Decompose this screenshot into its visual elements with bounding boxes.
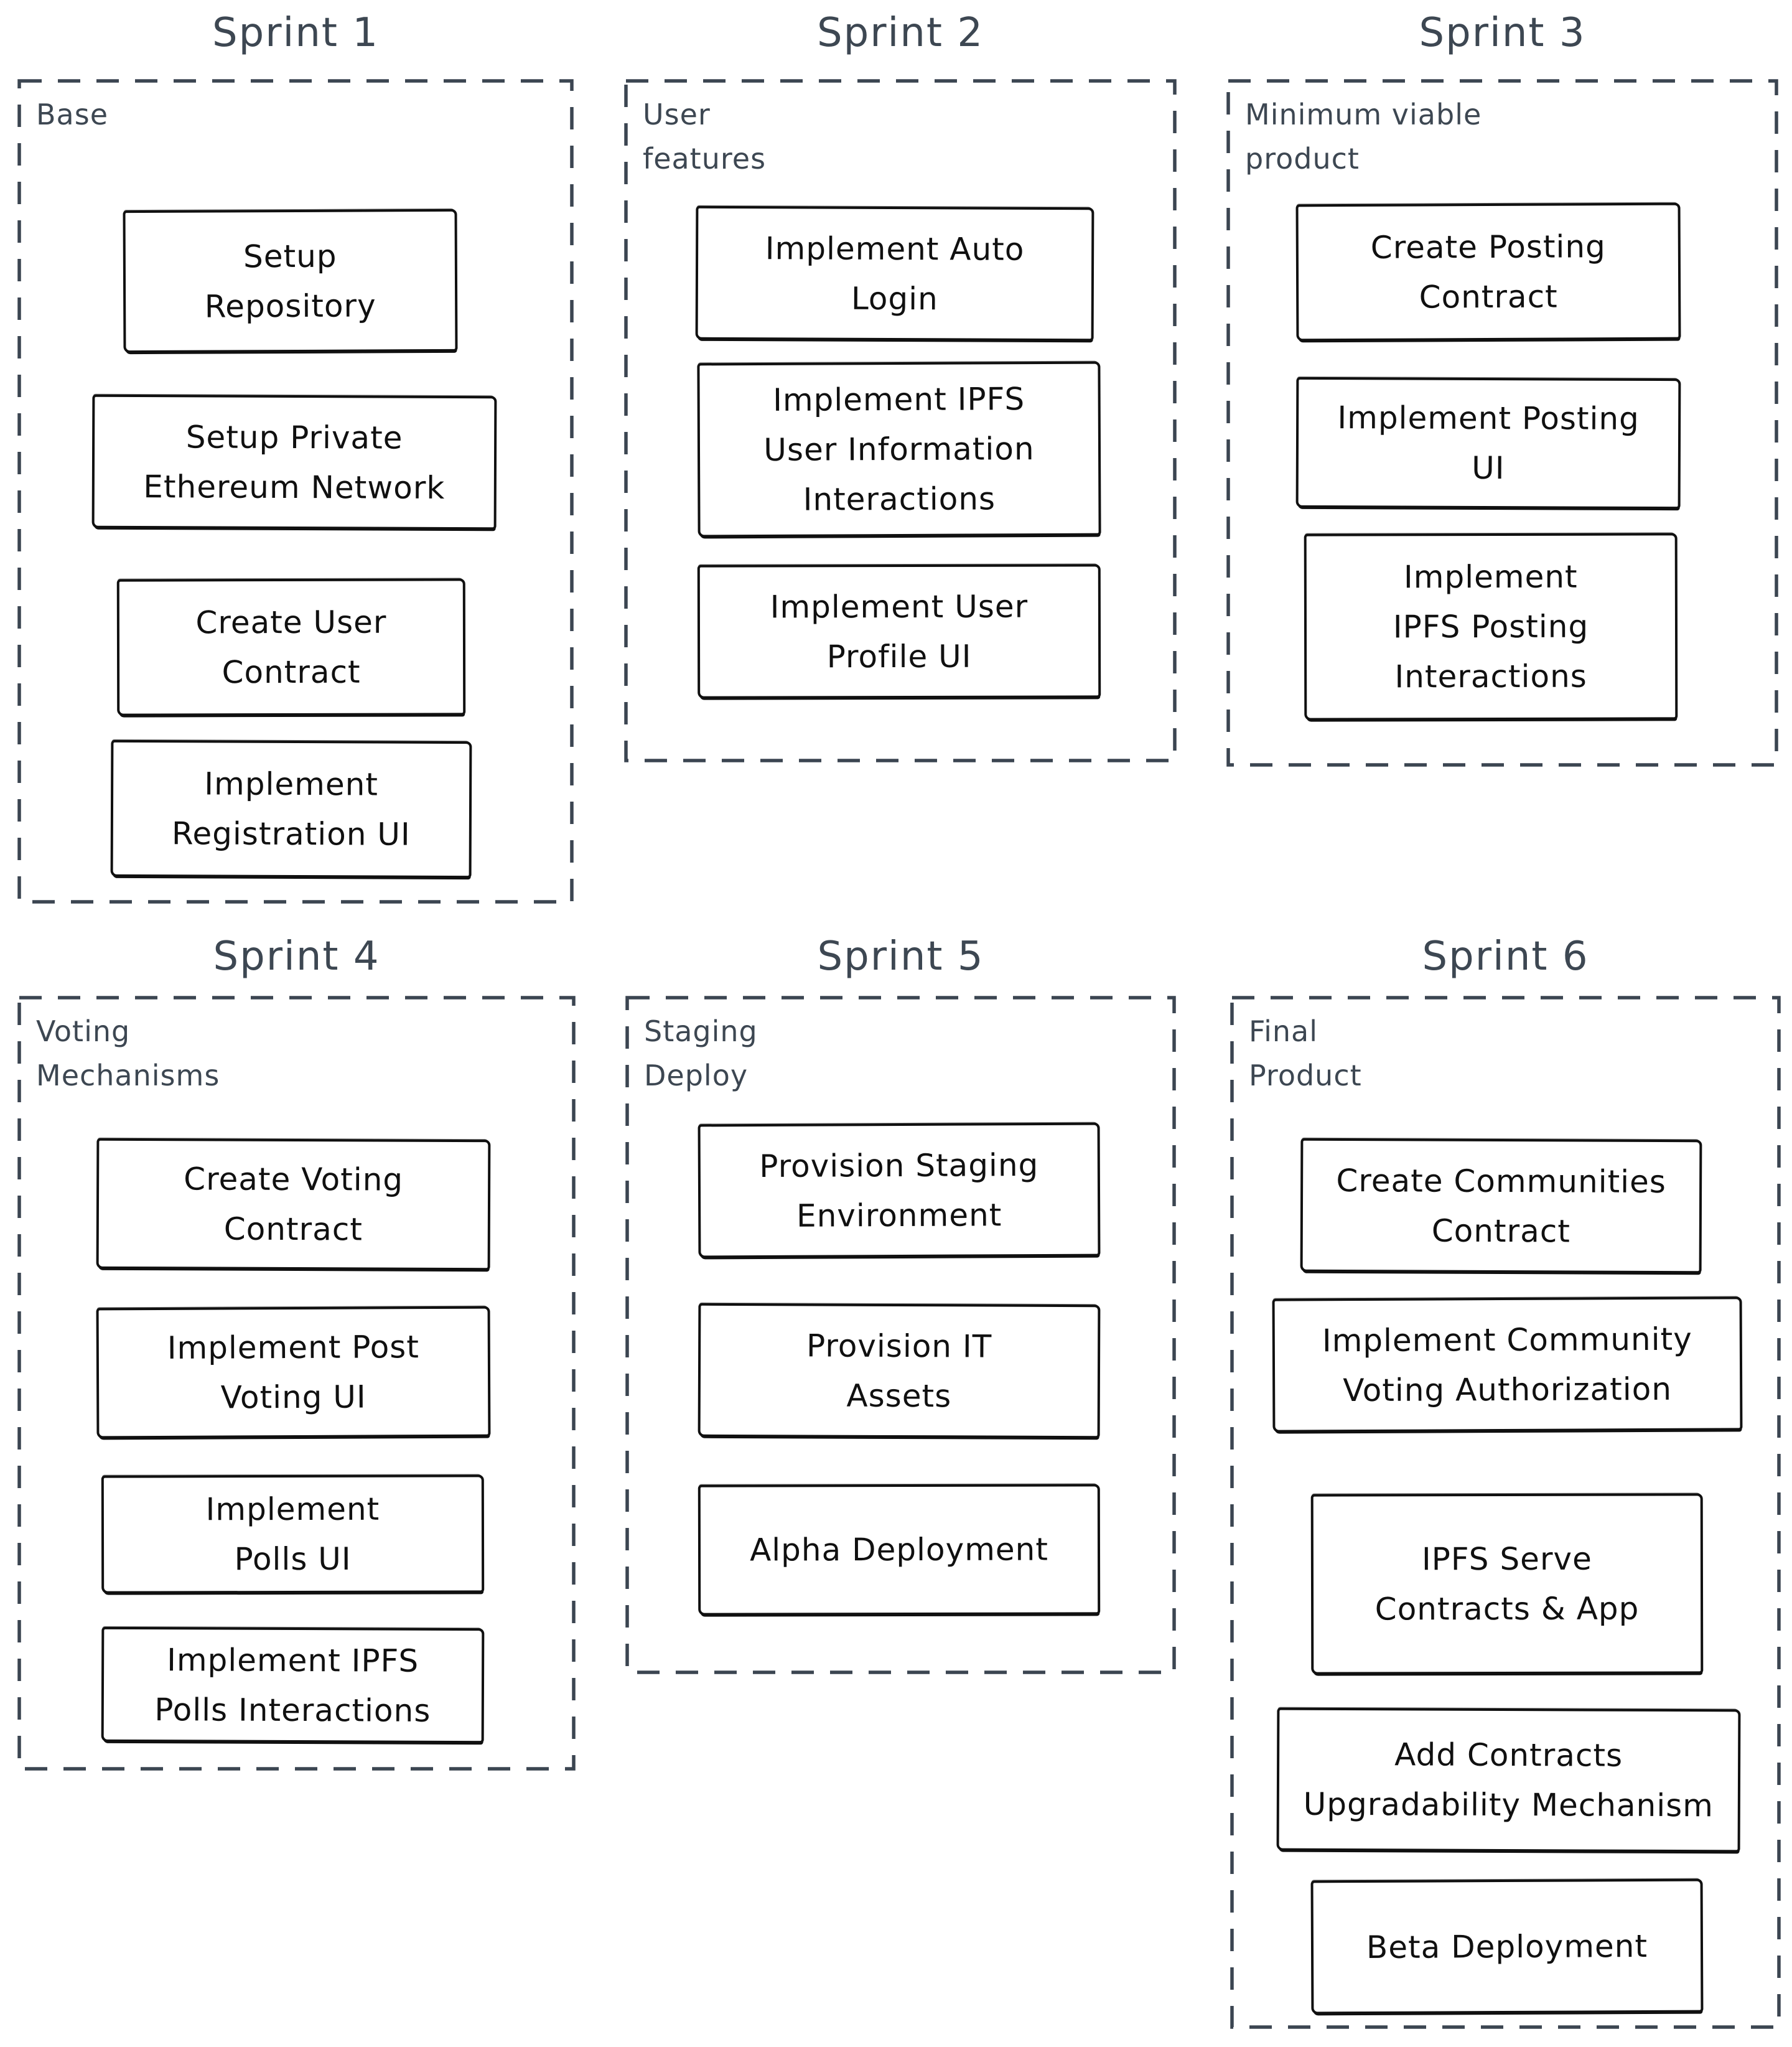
sprint-4-title: Sprint 4 xyxy=(213,934,380,980)
task-create-voting-contract: Create Voting Contract xyxy=(96,1138,491,1271)
sprint-3-group: Minimum viable product Create Posting Co… xyxy=(1226,79,1778,767)
sprint-6-title: Sprint 6 xyxy=(1422,934,1589,980)
task-implement-ipfs-user-information-interactions: Implement IPFS User Information Interact… xyxy=(697,361,1101,538)
task-implement-ipfs-polls-interactions: Implement IPFS Polls Interactions xyxy=(101,1626,485,1744)
task-implement-post-voting-ui: Implement Post Voting UI xyxy=(96,1306,491,1439)
task-add-contracts-upgradability-mechanism: Add Contracts Upgradability Mechanism xyxy=(1276,1707,1741,1853)
task-implement-user-profile-ui: Implement User Profile UI xyxy=(697,564,1101,699)
sprint-6-label: Final Product xyxy=(1249,1014,1362,1093)
task-setup-repository: Setup Repository xyxy=(123,208,458,354)
sprint-5-title: Sprint 5 xyxy=(817,934,984,980)
sprint-4-label: Voting Mechanisms xyxy=(36,1014,220,1093)
task-provision-staging-environment: Provision Staging Environment xyxy=(698,1122,1101,1258)
task-provision-it-assets: Provision IT Assets xyxy=(698,1303,1101,1439)
task-implement-posting-ui: Implement Posting UI xyxy=(1295,377,1681,510)
task-implement-auto-login: Implement Auto Login xyxy=(695,205,1094,342)
sprint-1-label: Base xyxy=(36,98,109,131)
sprint-5-label: Staging Deploy xyxy=(644,1014,758,1093)
sprint-2-group: User features Implement Auto Login Imple… xyxy=(624,79,1177,762)
sprint-2-title: Sprint 2 xyxy=(816,10,984,56)
sprint-2-label: User features xyxy=(643,98,767,176)
task-implement-community-voting-authorization: Implement Community Voting Authorization xyxy=(1272,1296,1743,1433)
sprint-3-label: Minimum viable product xyxy=(1245,98,1482,176)
sprint-1-title: Sprint 1 xyxy=(212,10,380,56)
task-alpha-deployment: Alpha Deployment xyxy=(698,1484,1101,1616)
task-create-communities-contract: Create Communities Contract xyxy=(1300,1138,1702,1274)
task-implement-registration-ui: Implement Registration UI xyxy=(110,739,472,879)
task-create-user-contract: Create User Contract xyxy=(116,578,466,716)
sprint-1-group: Base Setup Repository Setup Private Ethe… xyxy=(17,79,574,904)
task-setup-private-ethereum-network: Setup Private Ethereum Network xyxy=(91,394,497,530)
task-ipfs-serve-contracts-and-app: IPFS Serve Contracts & App xyxy=(1310,1493,1704,1675)
sprint-3-title: Sprint 3 xyxy=(1419,10,1586,56)
task-implement-ipfs-posting-interactions: Implement IPFS Posting Interactions xyxy=(1304,533,1678,721)
task-implement-polls-ui: Implement Polls UI xyxy=(101,1474,485,1594)
sprint-5-group: Staging Deploy Provision Staging Environ… xyxy=(625,996,1176,1674)
sprint-6-group: Final Product Create Communities Contrac… xyxy=(1230,996,1781,2029)
task-beta-deployment: Beta Deployment xyxy=(1310,1878,1704,2015)
task-create-posting-contract: Create Posting Contract xyxy=(1295,202,1681,342)
sprint-4-group: Voting Mechanisms Create Voting Contract… xyxy=(17,996,576,1771)
